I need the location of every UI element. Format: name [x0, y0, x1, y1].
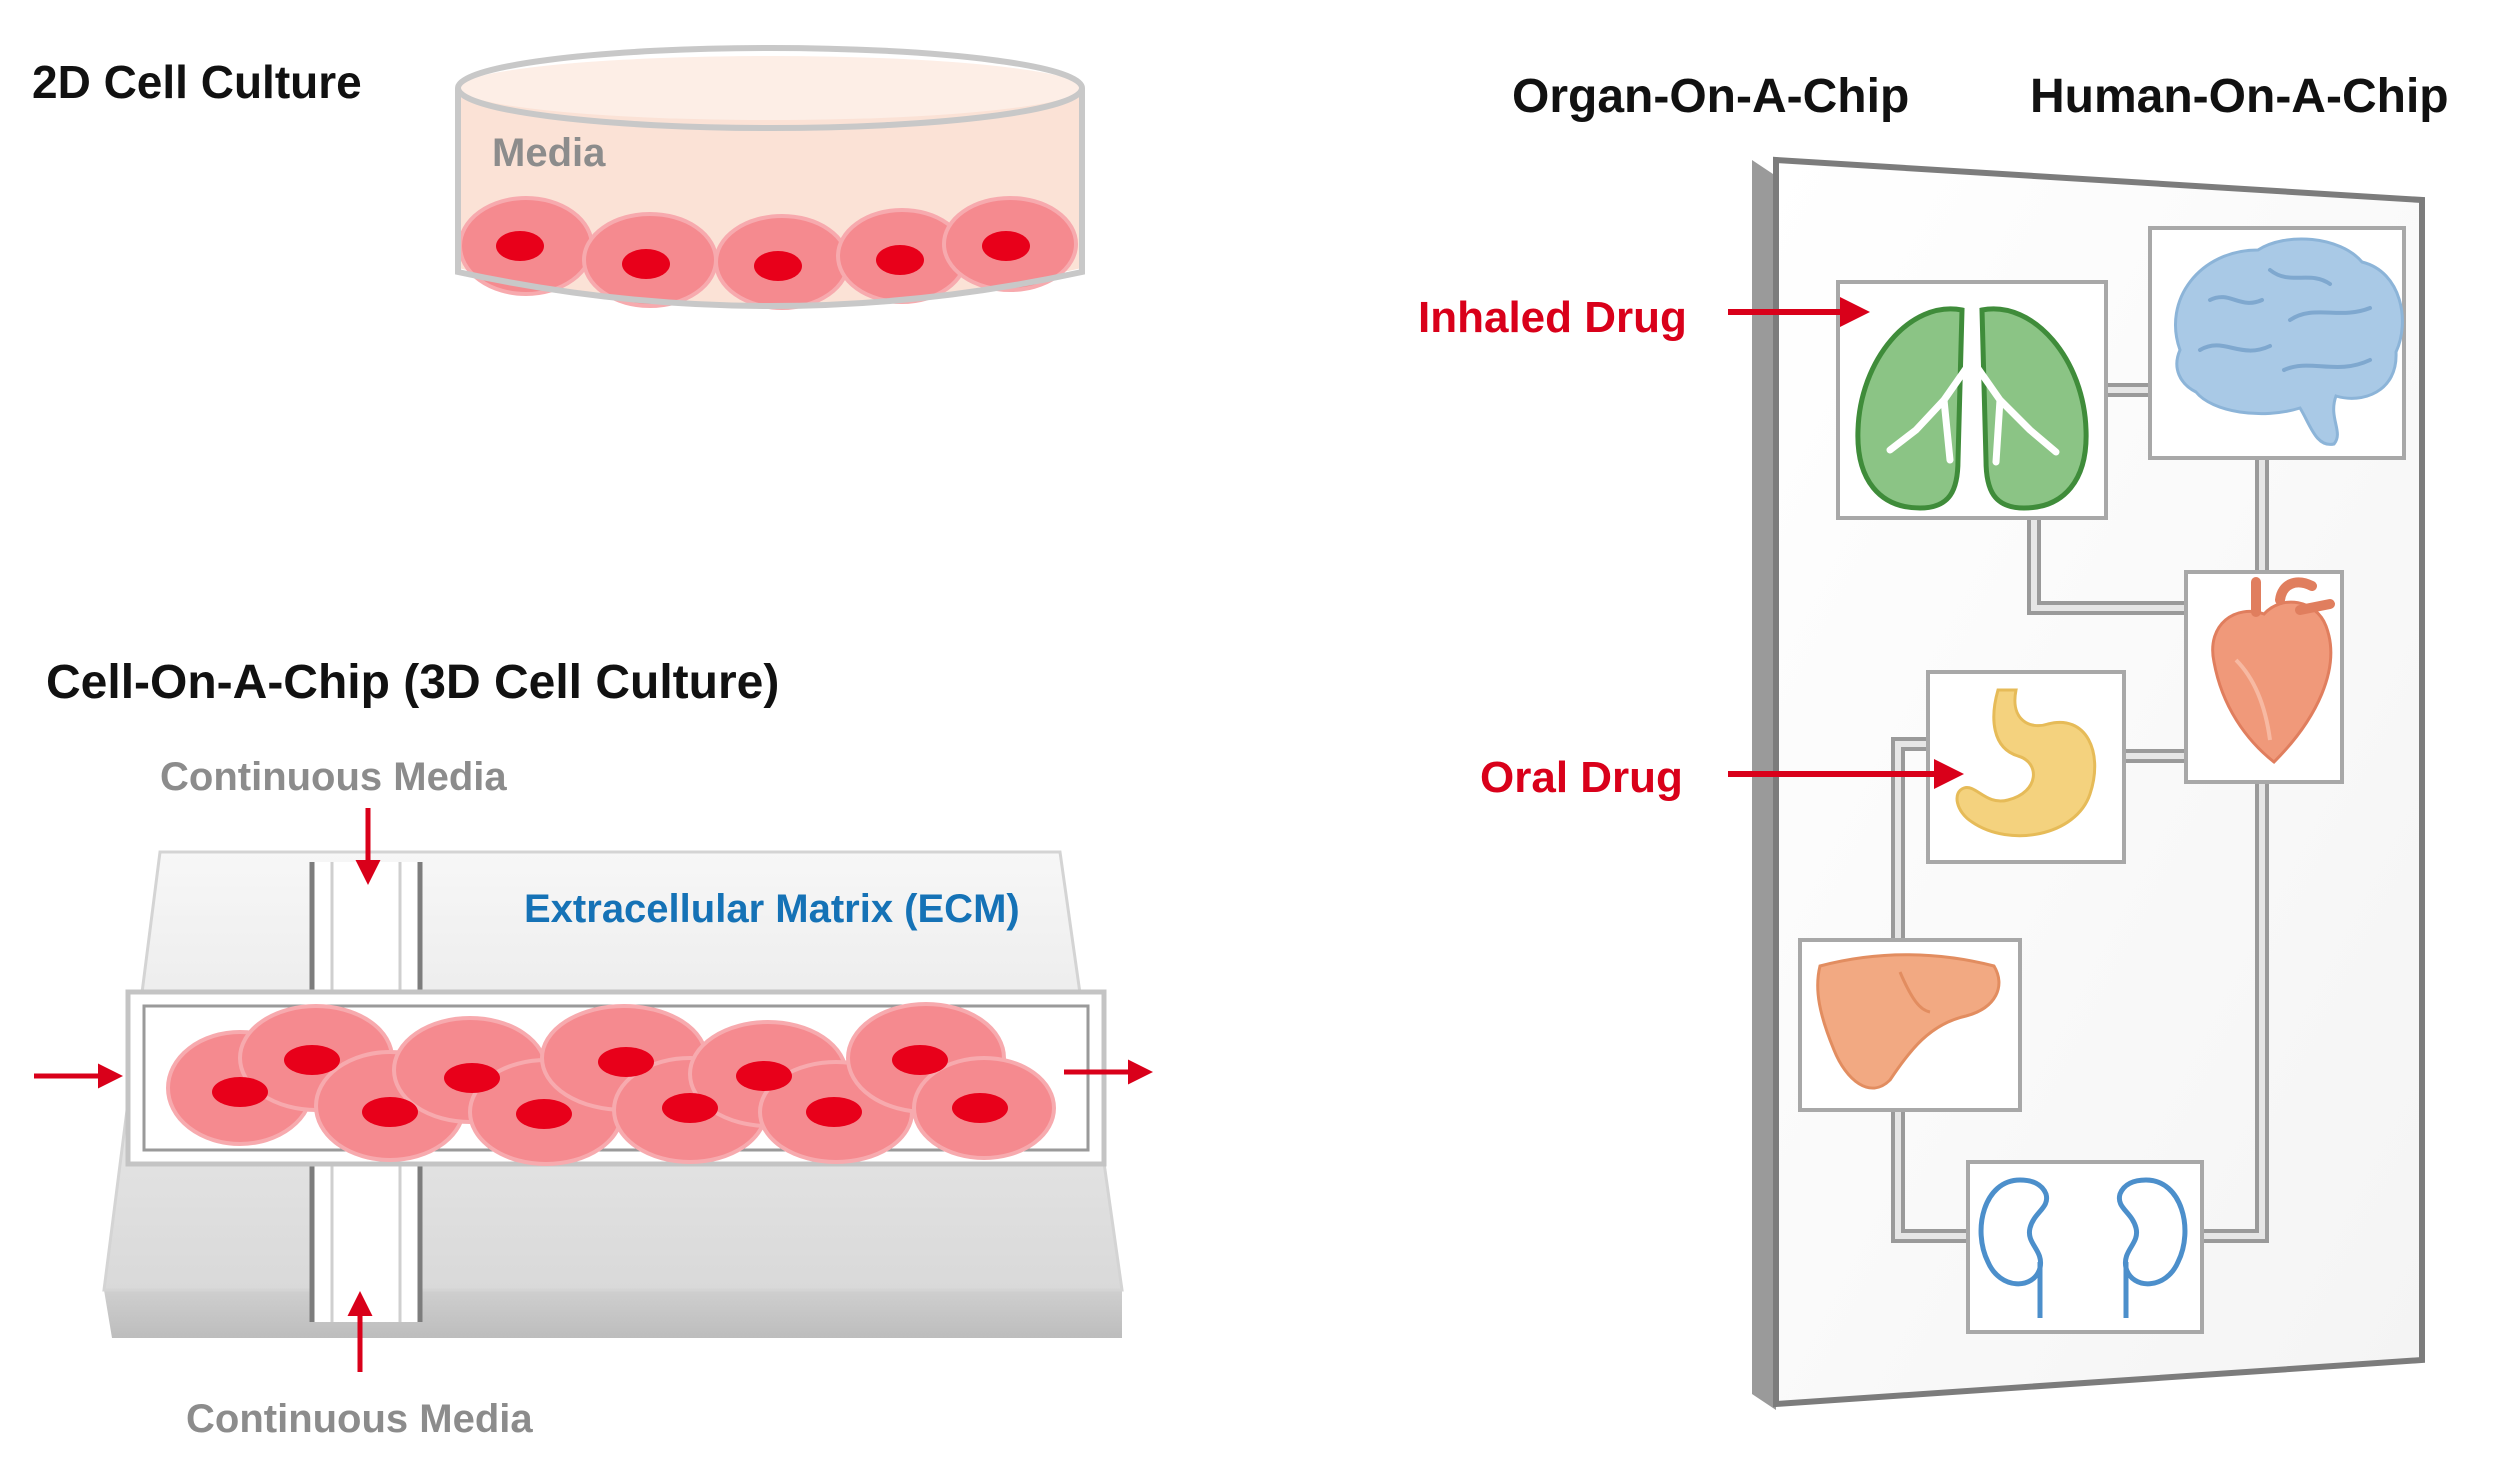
cell-chip-panel: Cell-On-A-Chip (3D Cell Culture) Continu… [34, 656, 1153, 1441]
cell-nucleus [806, 1097, 862, 1127]
media-surface [458, 56, 1082, 120]
petri-dish: Media [455, 45, 1085, 310]
cell-nucleus [284, 1045, 340, 1075]
cell-nucleus [212, 1077, 268, 1107]
organ-chip-title: Organ-On-A-Chip [1512, 70, 1909, 123]
culture-2d-panel: 2D Cell Culture Media [32, 45, 1085, 310]
oral-drug-label: Oral Drug [1480, 753, 1683, 802]
cell-nucleus [622, 249, 670, 279]
ecm-label: Extracellular Matrix (ECM) [524, 887, 1020, 931]
board-edge [1752, 160, 1776, 1410]
human-chip-panel: Organ-On-A-Chip Human-On-A-Chip [1418, 70, 2449, 1410]
stomach-card [1926, 670, 2126, 864]
cell-nucleus [598, 1047, 654, 1077]
cell-nucleus [516, 1099, 572, 1129]
cell-nucleus [496, 231, 544, 261]
cell-chip-title: Cell-On-A-Chip (3D Cell Culture) [46, 656, 779, 709]
brain-icon [2174, 237, 2404, 446]
cell-nucleus [362, 1097, 418, 1127]
continuous-media-top-label: Continuous Media [160, 755, 507, 799]
heart-card [2184, 570, 2344, 784]
cell-cluster-3d [166, 1002, 1056, 1166]
stomach-icon [1955, 688, 2097, 838]
cell-nucleus [736, 1061, 792, 1091]
cell-nucleus [444, 1063, 500, 1093]
liver-card [1798, 938, 2022, 1112]
inhaled-drug-label: Inhaled Drug [1418, 293, 1687, 342]
cell-nucleus [662, 1093, 718, 1123]
continuous-media-bottom-label: Continuous Media [186, 1397, 533, 1441]
lung-card [1836, 280, 2108, 520]
microfluidic-chip: Extracellular Matrix (ECM) [102, 850, 1124, 1338]
brain-card [2148, 226, 2406, 460]
culture-2d-title: 2D Cell Culture [32, 56, 362, 108]
cell-nucleus [876, 245, 924, 275]
kidneys-icon [1978, 1177, 2188, 1318]
dish-wall [455, 88, 1085, 309]
heart-icon [2211, 577, 2335, 765]
cell-nucleus [892, 1045, 948, 1075]
lung-icon [1855, 286, 2089, 511]
kidney-card [1966, 1160, 2204, 1334]
media-label: Media [492, 131, 606, 175]
cell-nucleus [952, 1093, 1008, 1123]
cell-nucleus [754, 251, 802, 281]
human-chip-title: Human-On-A-Chip [2030, 70, 2449, 123]
chip-side [104, 1290, 1122, 1338]
cell-nucleus [982, 231, 1030, 261]
liver-icon [1816, 953, 2001, 1090]
